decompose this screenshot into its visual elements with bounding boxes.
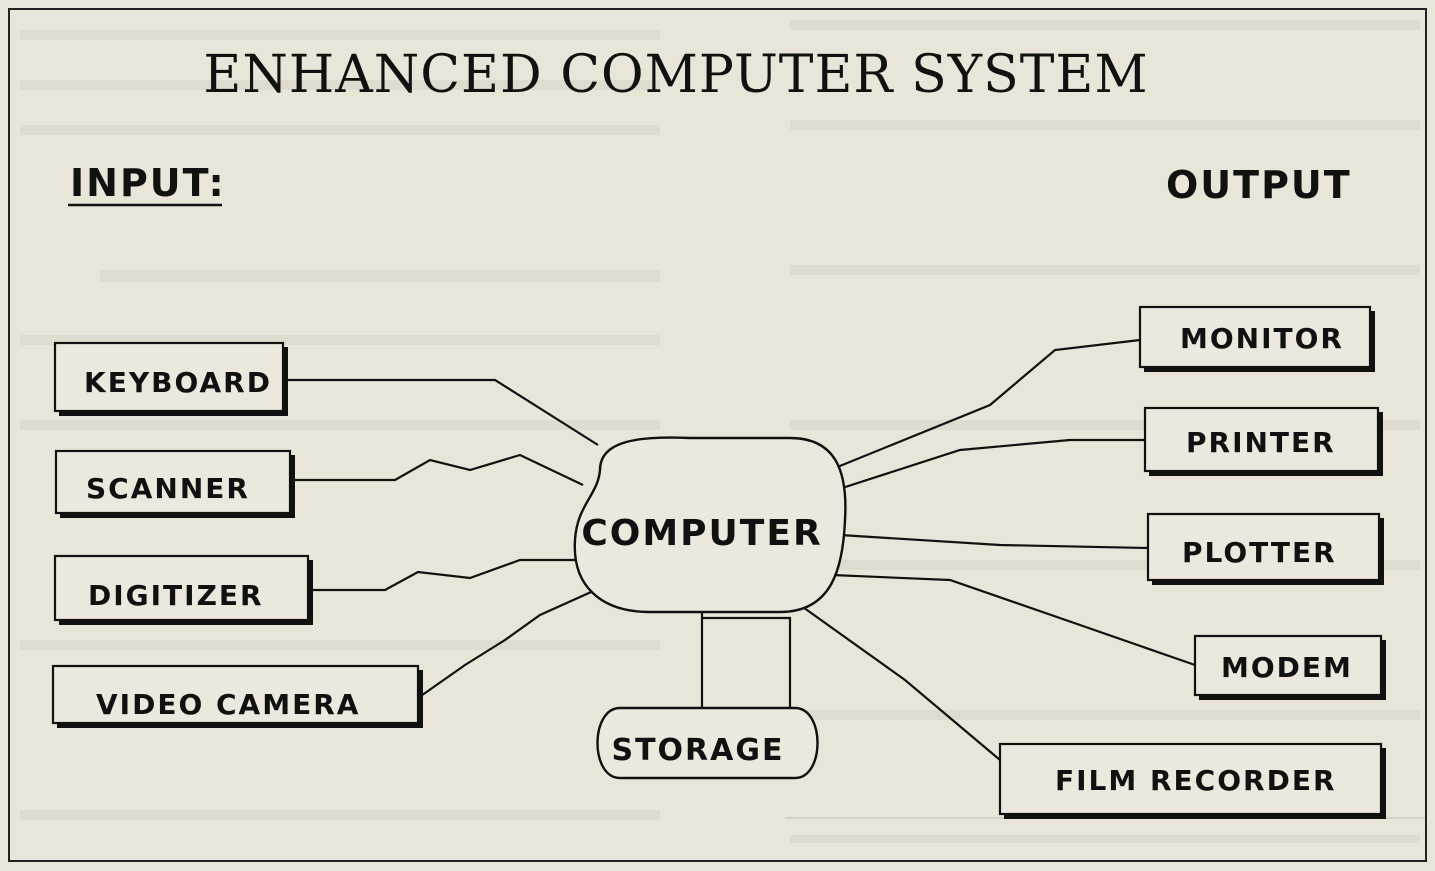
input-box-video-camera: VIDEO CAMERA	[51, 664, 423, 728]
output-box-film-recorder: FILM RECORDER	[998, 742, 1386, 819]
printer-connector	[835, 438, 1145, 492]
input-heading: INPUT:	[70, 161, 226, 205]
output-box-modem: MODEM	[1193, 634, 1386, 700]
video-camera-connector	[417, 586, 601, 699]
output-label-modem: MODEM	[1221, 651, 1353, 684]
diagram-title: ENHANCED COMPUTER SYSTEM	[203, 45, 1148, 105]
connector-lines	[283, 338, 1196, 761]
bleed-through-texture	[20, 20, 1425, 843]
input-box-scanner: SCANNER	[54, 449, 295, 518]
outer-frame	[8, 8, 1427, 862]
output-label-printer: PRINTER	[1186, 426, 1336, 459]
storage-node: STORAGE	[596, 706, 819, 780]
output-box-plotter: PLOTTER	[1146, 512, 1384, 585]
computer-node: COMPUTER	[573, 436, 847, 614]
storage-label: STORAGE	[611, 733, 784, 768]
scanner-connector	[283, 453, 584, 486]
input-label-video-camera: VIDEO CAMERA	[96, 688, 360, 721]
input-box-digitizer: DIGITIZER	[53, 554, 313, 625]
input-label-digitizer: DIGITIZER	[88, 579, 264, 612]
output-box-printer: PRINTER	[1143, 406, 1383, 476]
output-label-monitor: MONITOR	[1180, 322, 1344, 355]
output-box-monitor: MONITOR	[1138, 305, 1375, 372]
output-label-plotter: PLOTTER	[1182, 536, 1337, 569]
monitor-connector	[829, 338, 1141, 472]
output-label-film-recorder: FILM RECORDER	[1055, 764, 1337, 797]
digitizer-connector	[305, 558, 580, 592]
plotter-connector	[839, 533, 1149, 550]
input-label-scanner: SCANNER	[86, 472, 250, 505]
keyboard-connector	[283, 378, 599, 446]
storage-connector-right	[702, 616, 792, 708]
output-heading: OUTPUT	[1166, 163, 1352, 207]
film-recorder-connector	[799, 604, 1001, 761]
modem-connector	[831, 573, 1196, 667]
input-box-keyboard: KEYBOARD	[53, 341, 288, 416]
input-label-keyboard: KEYBOARD	[84, 366, 272, 399]
computer-label: COMPUTER	[581, 513, 822, 554]
